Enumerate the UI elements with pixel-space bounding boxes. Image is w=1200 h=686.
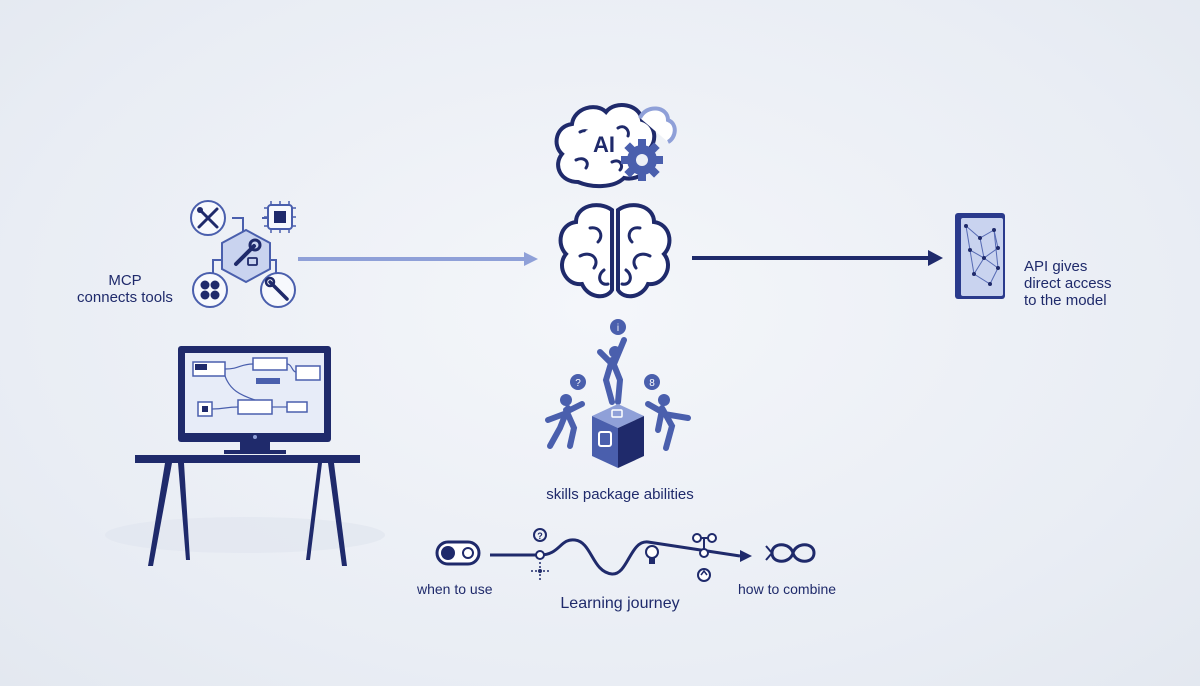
api-label-line3: to the model [1024, 292, 1107, 309]
wrench-screwdriver-icon [190, 200, 226, 236]
brain-icon [558, 203, 672, 299]
nodes-icon [692, 533, 717, 582]
mcp-label: MCP connects tools [70, 272, 180, 306]
package-box-icon [592, 404, 644, 468]
network-panel-icon [955, 213, 1005, 299]
mcp-label-line2: connects tools [77, 289, 173, 306]
chip-icon [264, 201, 296, 233]
svg-text:i: i [617, 323, 619, 334]
crosshair-icon [531, 562, 549, 580]
mcp-to-model-arrow [298, 252, 538, 266]
wrench-icon [260, 272, 296, 308]
model-to-api-arrow [692, 250, 943, 266]
svg-text:8: 8 [649, 378, 655, 389]
svg-text:?: ? [575, 378, 581, 389]
skills-group: i ? 8 [545, 319, 691, 468]
mcp-tool-network [190, 200, 296, 308]
gear-icon [621, 139, 663, 181]
journey-arrowhead [740, 550, 752, 562]
person-hint-icon: 8 [644, 374, 691, 451]
question-icon: ? [533, 528, 547, 542]
lightbulb-icon [645, 545, 659, 564]
infinity-icon [765, 543, 816, 563]
flower-icon [192, 272, 228, 308]
workstation [105, 346, 385, 566]
journey-path [490, 538, 741, 576]
toggle-icon[interactable] [435, 540, 481, 566]
person-question-icon: ? [545, 374, 586, 449]
tools-hub-icon [221, 228, 271, 284]
desk-icon [135, 455, 360, 566]
journey-start-label: when to use [417, 581, 493, 597]
mcp-label-line1: MCP [108, 272, 142, 289]
api-label-line2: direct access [1024, 275, 1112, 292]
journey-end-label: how to combine [738, 581, 837, 597]
workflow-screen-icon [192, 357, 321, 417]
skills-label: skills package abilities [546, 486, 694, 503]
svg-text:?: ? [537, 531, 543, 541]
api-label: API gives direct access to the model [1024, 258, 1112, 309]
journey-title-label: Learning journey [560, 595, 680, 612]
ai-badge-text: AI [593, 132, 615, 157]
person-info-icon: i [597, 319, 627, 405]
learning-journey: ? [435, 528, 816, 582]
api-label-line1: API gives [1024, 258, 1088, 275]
